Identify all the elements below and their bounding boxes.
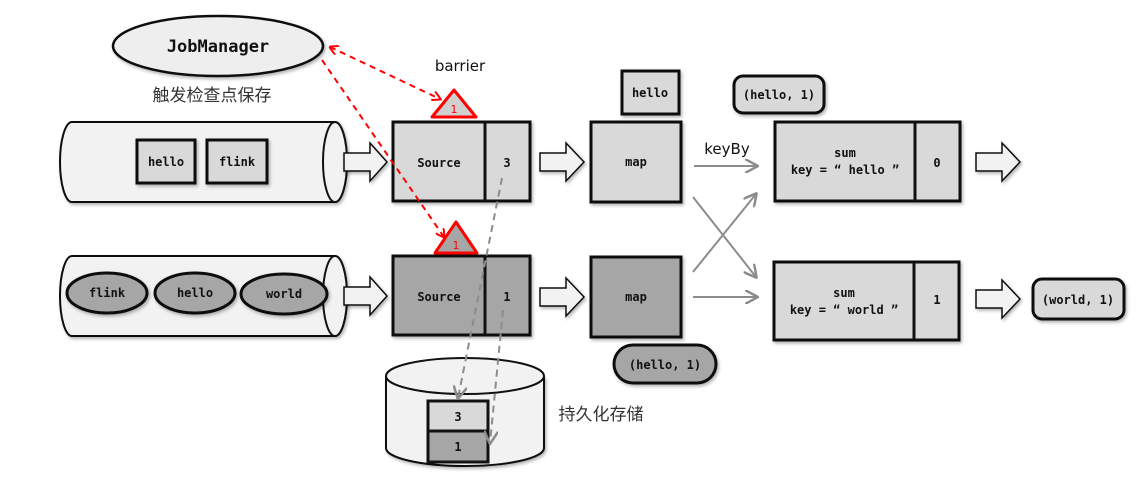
sum-state-value: 1 [933, 293, 940, 307]
map-box-2 [589, 255, 683, 339]
source-operator-2: Source 1 [391, 254, 532, 337]
stream-item-label: flink [89, 286, 126, 300]
keyby-arrow-2-to-1 [692, 194, 756, 273]
snapshot-source-2 [426, 429, 490, 464]
input-stream-1: hello flink [59, 121, 348, 203]
barrier-number: 1 [453, 239, 460, 252]
stream-item-label: hello [148, 155, 184, 169]
trigger-line-1 [330, 47, 440, 99]
stream-item-label: flink [219, 155, 256, 169]
barrier-marker-1: 1 [430, 88, 478, 119]
stream-pipe-1 [59, 121, 348, 203]
sum-output-label: (world, 1) [1042, 293, 1114, 307]
map-pending-label: hello [632, 86, 668, 100]
sum-op-label: sum [834, 146, 856, 160]
barrier-number: 1 [451, 103, 458, 116]
stream-item-hello [135, 138, 197, 185]
sum-output-arrow-2 [975, 278, 1022, 320]
source-label: Source [417, 290, 460, 304]
keyby-connections [692, 166, 757, 297]
source-operator-1: Source 3 [391, 120, 532, 203]
map-label: map [625, 290, 647, 304]
job-manager-node: JobManager [111, 14, 325, 78]
snapshot-source-1 [426, 399, 490, 433]
flow-arrows [343, 141, 1022, 320]
source-to-map-arrow-1 [539, 141, 586, 183]
snapshot-value: 1 [454, 440, 461, 454]
pipe-to-source-arrow-2 [343, 275, 389, 317]
sum-operator-world: sum key = “ world ” 1 (world, 1) [772, 260, 1126, 342]
sum-output-arrow-1 [975, 141, 1022, 183]
map-operator-1: hello map [589, 69, 683, 204]
source-to-map-arrow-2 [539, 276, 586, 318]
source-label: Source [417, 156, 460, 170]
sum-key-label: key = “ world ” [790, 303, 898, 317]
stream-item-label: hello [177, 286, 213, 300]
storage-cylinder-top [385, 357, 545, 395]
source-box-2 [391, 254, 532, 337]
source-state-value: 3 [503, 156, 510, 170]
sum-op-label: sum [833, 286, 855, 300]
sum-incoming-label: (hello, 1) [743, 88, 815, 102]
map-box-1 [589, 120, 683, 204]
persistent-storage: 3 1 [385, 357, 545, 467]
input-stream-2: flink hello world [59, 255, 348, 337]
snapshot-line-source-1 [458, 177, 503, 398]
stream-item-flink [65, 271, 149, 315]
stream-item-hello [153, 271, 237, 315]
map-operator-2: map (hello, 1) [589, 255, 718, 385]
storage-caption: 持久化存储 [559, 405, 644, 425]
map-pending-item [620, 69, 681, 116]
keyby-arrow-1-to-2 [692, 196, 756, 277]
stream-item-world [239, 272, 329, 316]
stream-item-label: world [266, 287, 302, 301]
trigger-line-2 [321, 59, 444, 237]
trigger-checkpoint-caption: 触发检查点保存 [153, 86, 272, 106]
sum-operator-hello: (hello, 1) sum key = “ hello ” 0 [732, 74, 962, 203]
map-label: map [625, 155, 647, 169]
stream-item-flink [205, 138, 269, 185]
sum-box-2 [772, 260, 961, 342]
job-manager-label: JobManager [167, 37, 269, 57]
barrier-marker-2: 1 [433, 220, 479, 255]
barrier-triangle-icon [430, 88, 478, 119]
snapshot-line-source-2 [490, 309, 504, 443]
source-state-value: 1 [503, 290, 510, 304]
sum-state-value: 0 [933, 156, 940, 170]
sum-box-1 [773, 120, 962, 203]
sum-key-label: key = “ hello ” [791, 163, 899, 177]
map-output-item [612, 343, 718, 385]
barrier-label: barrier [435, 57, 486, 75]
snapshot-value: 3 [454, 410, 461, 424]
pipe-to-source-arrow-1 [343, 141, 389, 183]
map-output-label: (hello, 1) [629, 358, 701, 372]
sum-incoming-item [732, 74, 826, 115]
keyby-label: keyBy [704, 140, 750, 158]
job-manager-ellipse [111, 14, 325, 78]
sum-output-item [1031, 277, 1126, 321]
